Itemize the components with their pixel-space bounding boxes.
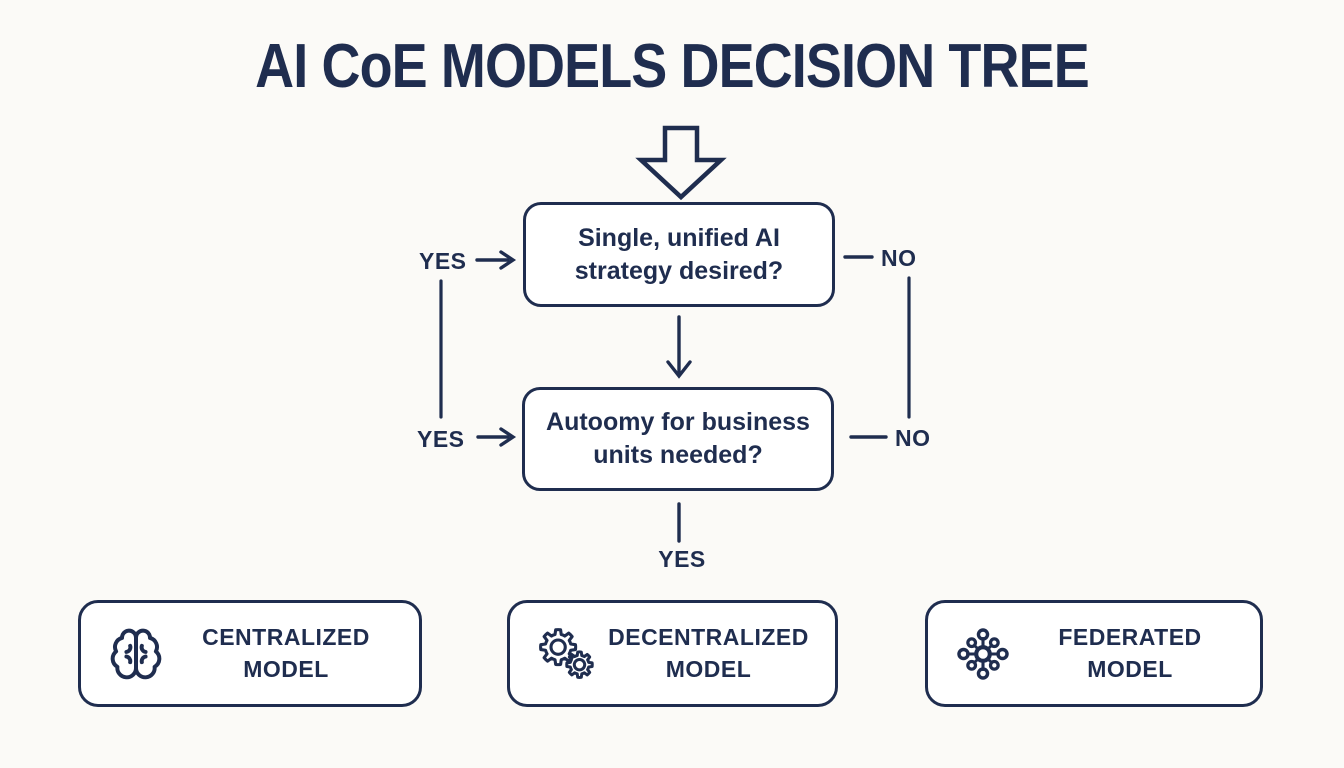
outcome-label: FEDERATED MODEL <box>1012 622 1248 684</box>
outcome-box-federated: FEDERATED MODEL <box>925 600 1263 707</box>
outcome-label-line: MODEL <box>665 655 752 682</box>
decision-question-line: Autoomy for business <box>546 408 810 436</box>
network-icon <box>954 623 1012 685</box>
outcome-label-line: FEDERATED <box>1058 624 1202 651</box>
outcome-label: CENTRALIZED MODEL <box>165 622 407 684</box>
outcome-label-line: MODEL <box>1087 655 1173 682</box>
page-title: AI CoE MODELS DECISION TREE <box>255 32 1090 101</box>
gears-icon <box>536 623 594 685</box>
decision-box-autonomy: Autoomy for business units needed? <box>522 387 834 491</box>
decision-box-unified-strategy: Single, unified AI strategy desired? <box>523 202 835 307</box>
decision-question-line: Single, unified AI <box>578 223 780 252</box>
outcome-box-centralized: CENTRALIZED MODEL <box>78 600 422 707</box>
outcome-label-line: CENTRALIZED <box>202 624 370 651</box>
brain-icon <box>107 623 165 685</box>
title-down-arrow-icon <box>635 125 727 201</box>
outcome-label-line: MODEL <box>243 655 329 682</box>
outcome-box-decentralized: DECENTRALIZED MODEL <box>507 600 838 707</box>
outcome-label-line: DECENTRALIZED <box>608 624 809 651</box>
yes-label-bottom: YES <box>658 546 706 572</box>
decision-question-line: units needed? <box>593 441 763 469</box>
decision-question-line: strategy desired? <box>574 256 784 285</box>
yes-label-1: YES <box>419 248 467 274</box>
yes1-arrow-icon <box>475 250 517 270</box>
yes2-arrow-icon <box>476 427 517 447</box>
no-label-1: NO <box>881 245 917 271</box>
center-down-arrow-icon <box>666 315 692 379</box>
no-label-2: NO <box>895 425 931 451</box>
yes-label-2: YES <box>417 426 465 452</box>
outcome-label: DECENTRALIZED MODEL <box>594 622 823 684</box>
